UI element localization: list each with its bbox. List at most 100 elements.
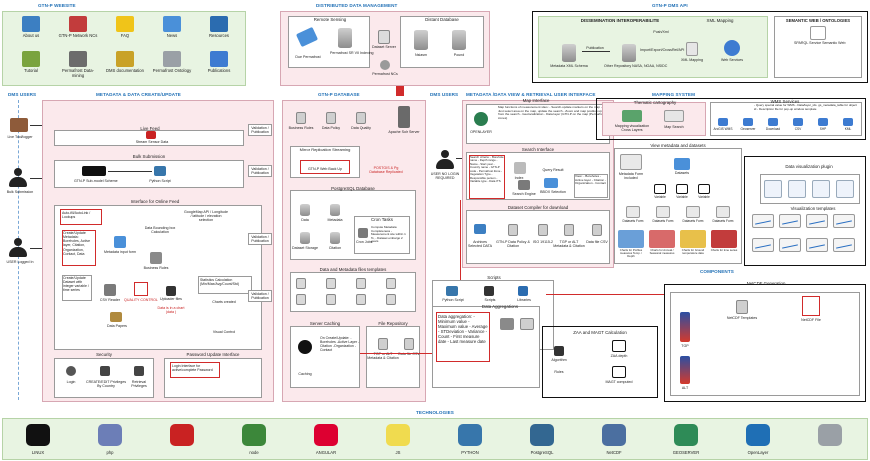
website-icon[interactable] bbox=[69, 16, 87, 32]
website-icon[interactable] bbox=[163, 51, 181, 67]
viz-preview-thumb bbox=[788, 180, 806, 198]
metadata-xml-db-icon bbox=[562, 44, 576, 62]
view-tgp-label: TGP or ALT Metadata & Citation bbox=[553, 240, 585, 249]
compiler-box bbox=[466, 210, 610, 264]
login-icon bbox=[66, 366, 76, 376]
website-icon[interactable] bbox=[116, 16, 134, 32]
wms-item-icon bbox=[843, 118, 853, 126]
website-link[interactable]: About us bbox=[22, 33, 40, 38]
technology-name: NetCDF bbox=[606, 450, 622, 455]
website-link[interactable]: Publications bbox=[207, 68, 231, 73]
create-dataset-label: Create/Update Dataset with integer varia… bbox=[63, 276, 89, 293]
algorithm-label: Algorithm bbox=[551, 358, 567, 362]
stream-sensor-label: Stream Sensor Data bbox=[135, 140, 169, 144]
live-feed-title: Live Feed bbox=[140, 126, 160, 131]
website-icon[interactable] bbox=[22, 16, 40, 32]
view-datasets-title: View metadata and datasets bbox=[650, 143, 706, 148]
stream-sensor-icon bbox=[146, 131, 156, 139]
mapping-panel bbox=[596, 98, 866, 140]
create-edit-icon bbox=[100, 366, 110, 376]
permafrost-sr-db-icon bbox=[338, 28, 352, 48]
section-title-dms-users-mid: DMS USERS bbox=[430, 92, 459, 97]
website-link[interactable]: Permafrost Ontology bbox=[152, 68, 192, 73]
distributed-to-db-arrow bbox=[396, 86, 404, 96]
viz-template-thumb bbox=[833, 238, 855, 252]
charts-label: Charts created bbox=[212, 300, 236, 304]
viz-preview-thumb bbox=[836, 180, 854, 198]
website-icon[interactable] bbox=[22, 51, 40, 67]
sparql-label: SPARQL Service Semantic Web bbox=[794, 41, 846, 45]
statistics-label: Statistics Calculation (Min/Max/Avg/Coun… bbox=[200, 278, 240, 287]
zaa-depth-icon bbox=[612, 340, 626, 352]
statistics-box bbox=[198, 276, 252, 294]
bulk-user-icon bbox=[9, 168, 29, 188]
section-title-dms-api: GTN-P DMS API bbox=[652, 3, 688, 8]
web-services-label: Web Services bbox=[720, 58, 744, 62]
tgp-label: TGP bbox=[681, 344, 689, 348]
magt-label: MAGT computed bbox=[605, 380, 633, 384]
retrieval-priv-label: Retrieval Privileges bbox=[131, 380, 147, 389]
compiler-title: Dataset Compiler for download bbox=[507, 205, 569, 210]
netcdf-file-label: NetCDF File bbox=[801, 318, 821, 322]
pangaea-db-icon bbox=[452, 30, 466, 50]
technology-logo-icon bbox=[170, 424, 194, 446]
section-title-database: GTN-P DATABASE bbox=[318, 92, 360, 97]
view-items-label: View: - Boreholes - Active layer - Citat… bbox=[575, 174, 607, 186]
zaa-box bbox=[542, 326, 658, 398]
map-interface-title: Map Interface bbox=[522, 98, 550, 103]
bbox-label: BBOX Selection bbox=[540, 190, 566, 194]
data-db-label: Data bbox=[301, 218, 309, 222]
cron-jobs-icon bbox=[358, 228, 368, 238]
wms-title: WMS Services bbox=[770, 99, 800, 104]
permafrost-sr-label: Permafrost SR VII Indexing bbox=[330, 51, 374, 55]
compute-meta-label: Compute Metadata Completeness - Measurem… bbox=[371, 225, 406, 244]
viz-preview-thumb bbox=[812, 180, 830, 198]
server-caching-title: Server Caching bbox=[309, 321, 341, 326]
metadata-form-label: Metadata input form bbox=[104, 250, 136, 254]
section-title-create: METADATA & DATA CREATE/UPDATE bbox=[96, 92, 181, 97]
metadata-xml-label: Metadata XML Schema bbox=[550, 64, 588, 68]
csv-reader-icon bbox=[104, 284, 116, 296]
data-quality-label: Data Quality bbox=[351, 126, 371, 130]
website-icon[interactable] bbox=[116, 51, 134, 67]
cron-title: Cron Tasks bbox=[371, 217, 393, 222]
website-icon[interactable] bbox=[163, 16, 181, 32]
permafrost-ncs-label: Permafrost NCs bbox=[372, 72, 398, 76]
website-icon[interactable] bbox=[210, 51, 228, 67]
chart-tile-label: Charts for Annual / Seasonal measures bbox=[649, 248, 675, 256]
website-link[interactable]: Permafrost Data-mining bbox=[62, 68, 94, 78]
dissemination-title: DISSEMINATION INTEROPERABILITE bbox=[580, 18, 660, 23]
technology-name: OpenLayer bbox=[747, 450, 769, 455]
wms-item-label: Geoserver bbox=[740, 127, 756, 131]
wms-desc-label: - Query special value for WMS - Data/lay… bbox=[754, 103, 857, 111]
wms-item-label: SHP bbox=[819, 127, 827, 131]
repo-csv-label: Data file CSV bbox=[398, 352, 420, 356]
netcdf-inner bbox=[670, 292, 860, 396]
website-link[interactable]: GTN-P Network NCs bbox=[58, 33, 98, 38]
technology-logo-icon bbox=[458, 424, 482, 446]
xml-mapping-icon bbox=[686, 42, 698, 56]
website-icon[interactable] bbox=[210, 16, 228, 32]
dataset-storage-label: Dataset Storage bbox=[292, 246, 318, 250]
map-interface-box bbox=[466, 104, 610, 144]
db-business-rules-icon bbox=[296, 112, 306, 124]
index-icon bbox=[514, 162, 526, 174]
gtnp-bulk-label: GTN-P Sub-model Scheme bbox=[74, 179, 118, 183]
website-link[interactable]: Resources bbox=[208, 33, 229, 38]
python-script-icon bbox=[154, 166, 166, 176]
website-link[interactable]: DMS documentation bbox=[106, 68, 144, 73]
netcdf-title: NetCDF Generation bbox=[746, 281, 786, 286]
template-file-icon bbox=[356, 294, 366, 305]
website-link[interactable]: FAQ bbox=[120, 33, 130, 38]
website-link[interactable]: Tutorial bbox=[24, 68, 38, 73]
metadata-form-mini-icon bbox=[620, 154, 642, 170]
validation-box-1 bbox=[248, 124, 272, 136]
publication-arrow bbox=[582, 51, 610, 52]
website-link[interactable]: News bbox=[166, 33, 178, 38]
website-icon[interactable] bbox=[69, 51, 87, 67]
validation-box-4 bbox=[248, 290, 272, 302]
postgis-label: POSTGIS & Pg Database Replicated bbox=[369, 166, 403, 175]
chart-tile bbox=[680, 230, 706, 248]
on-create-label: On Create/Update: -Boreholes -Active Lay… bbox=[320, 336, 360, 353]
other-repo-db-icon bbox=[622, 44, 636, 62]
